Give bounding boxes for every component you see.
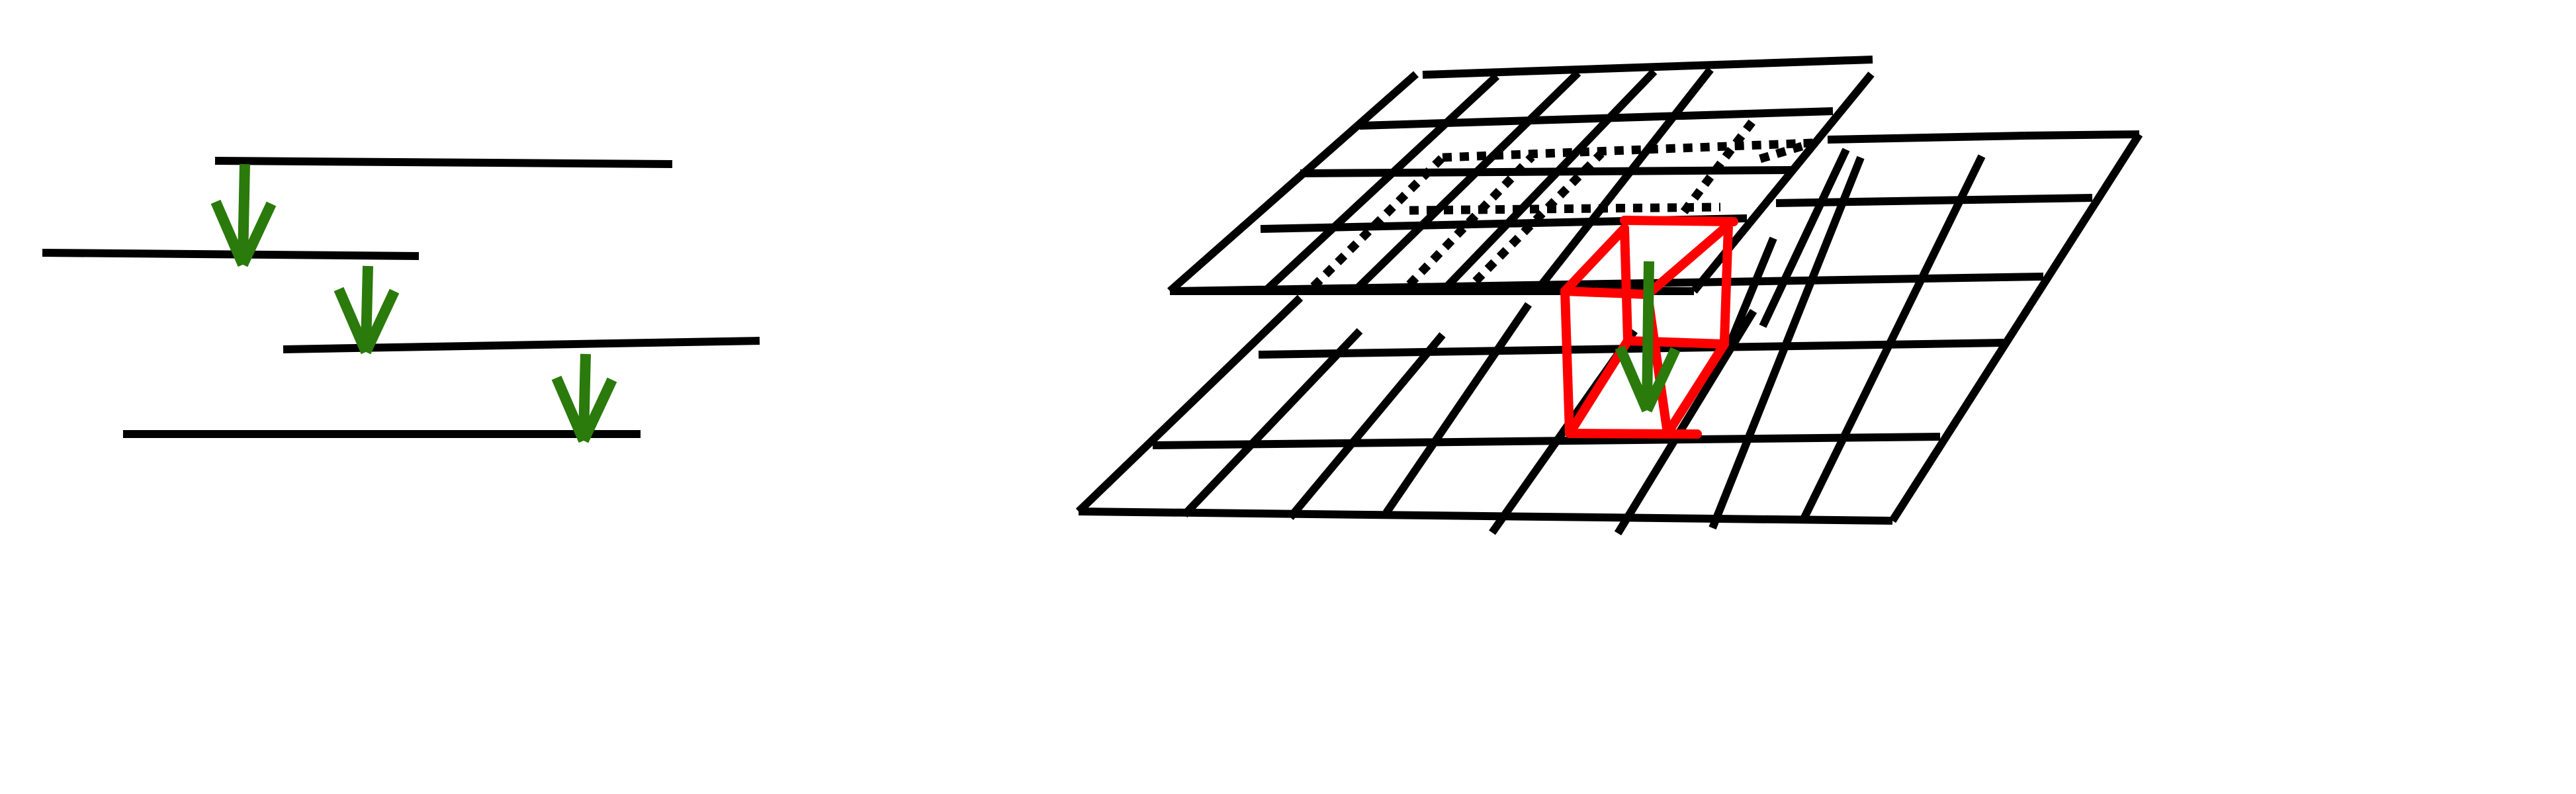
lower-grid-row	[1775, 194, 2093, 207]
lower-grid-row	[1258, 339, 2004, 359]
arrow-shaft	[361, 265, 373, 347]
down-arrow-icon	[1615, 261, 1681, 413]
upper-grid-edge	[1691, 71, 1875, 294]
lower-grid-row	[2024, 130, 2140, 140]
lower-grid-edge	[1075, 294, 1304, 515]
highlight-edge	[1643, 220, 1733, 299]
lower-grid-column	[1181, 328, 1363, 518]
arrow-shaft	[578, 353, 591, 436]
highlight-edge	[1720, 220, 1733, 345]
upper-grid-edge	[1167, 71, 1419, 294]
dotted-column	[1406, 154, 1535, 288]
dotted-column	[1759, 138, 1814, 163]
layered-lines-figure	[42, 157, 760, 443]
arrow-head-right	[578, 377, 617, 443]
lower-grid-column	[1799, 154, 1986, 522]
arrow-head-left	[551, 375, 589, 443]
down-arrow-icon	[551, 353, 617, 443]
arrow-head-left	[333, 287, 371, 355]
arrow-shaft	[238, 163, 250, 260]
lower-grid-edge	[1888, 132, 2143, 523]
highlight-edge	[1560, 287, 1652, 299]
lower-grid-column	[1759, 148, 1850, 328]
lower-grid-column	[1723, 236, 1777, 353]
down-arrow-icon	[333, 265, 400, 355]
lower-grid-row	[1078, 507, 1893, 525]
arrow-head-left	[1615, 345, 1652, 413]
arrow-head-right	[1642, 347, 1681, 413]
arrow-head-right	[238, 201, 277, 267]
arrow-head-left	[210, 199, 248, 267]
dotted-column	[1310, 154, 1446, 290]
upper-grid-row	[1359, 107, 1834, 130]
dotted-column	[1680, 113, 1761, 214]
layer-line-3	[283, 337, 760, 353]
layer-line-2	[42, 249, 420, 260]
grid-sheets-figure	[1075, 56, 2143, 536]
lower-grid-column	[1383, 302, 1532, 515]
arrow-shaft	[1642, 261, 1654, 406]
arrow-head-right	[361, 288, 400, 355]
layer-line-1	[214, 157, 673, 168]
highlight-edge	[1620, 216, 1738, 226]
upper-grid-column	[1351, 69, 1581, 294]
highlight-edge	[1663, 339, 1729, 438]
upper-grid-row	[1300, 166, 1795, 177]
upper-grid-column	[1439, 68, 1658, 294]
upper-grid-column	[1262, 73, 1500, 294]
highlight-edge	[1565, 429, 1702, 439]
down-arrow-icon	[1615, 261, 1681, 413]
highlight-edge	[1623, 336, 1729, 349]
upper-grid-row	[1422, 56, 1873, 79]
highlight-edge	[1560, 224, 1629, 296]
lower-grid-row	[1827, 132, 2025, 144]
upper-grid-column	[1533, 67, 1714, 294]
dotted-row	[1409, 202, 1721, 215]
dotted-overlap-region	[1310, 113, 1814, 290]
lower-grid-row	[1152, 433, 1941, 449]
down-arrow-icon	[210, 163, 277, 267]
lower-grid-column	[1709, 155, 1865, 530]
lower-grid-column	[1287, 332, 1446, 520]
highlight-edge	[1560, 287, 1574, 438]
dotted-column	[1472, 150, 1605, 285]
highlight-edge	[1620, 224, 1632, 345]
